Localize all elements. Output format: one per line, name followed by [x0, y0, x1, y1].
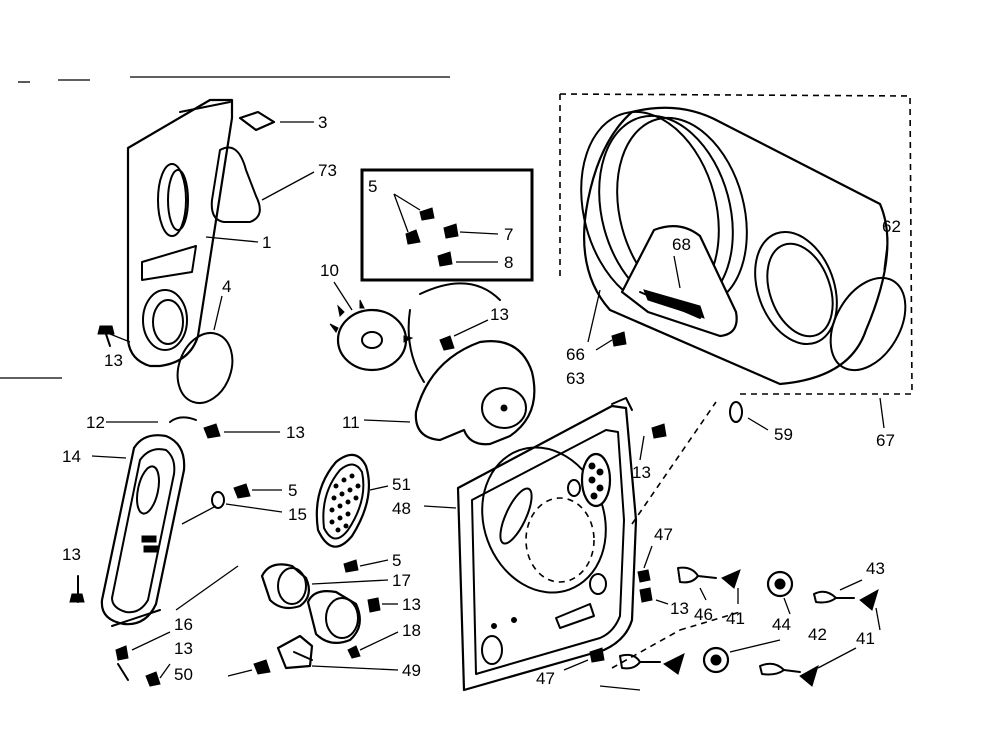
label-48: 48: [392, 499, 411, 518]
inset-box: [360, 168, 534, 282]
label-8: 8: [504, 253, 513, 272]
label-4: 4: [222, 277, 231, 296]
label-12: 12: [86, 413, 105, 432]
screw-13-d: [639, 423, 667, 461]
label-1: 1: [262, 233, 271, 252]
leader-lines: [611, 401, 741, 669]
pulley-part-10: [329, 281, 414, 372]
drum-assembly-part-67: [559, 93, 913, 429]
scan-marks: [0, 76, 641, 691]
motor-part-17: [175, 563, 389, 611]
label-13: 13: [632, 463, 651, 482]
motor-body-part-18: [306, 590, 399, 659]
switch-part-49: [227, 634, 399, 677]
label-7: 7: [504, 225, 513, 244]
label-62: 62: [882, 217, 901, 236]
label-5: 5: [368, 177, 377, 196]
label-46: 46: [694, 605, 713, 624]
label-3: 3: [318, 113, 327, 132]
screw-13-b: [439, 319, 489, 351]
drum-seal-part-62: [829, 237, 907, 372]
label-11: 11: [342, 413, 360, 432]
label-13: 13: [174, 639, 193, 658]
label-66: 66: [566, 345, 585, 364]
duct-part-14: [91, 434, 186, 626]
label-68: 68: [672, 235, 691, 254]
label-13: 13: [670, 599, 689, 618]
part-labels: 3 73 1 4 13 5 7 8 10 13 11 12 13 14 5 15…: [62, 113, 901, 688]
blower-belt: [407, 282, 501, 383]
clip-part-3: [238, 110, 314, 132]
label-10: 10: [320, 261, 339, 280]
gasket-part-4: [176, 295, 234, 404]
label-5: 5: [288, 481, 297, 500]
label-15: 15: [288, 505, 307, 524]
label-42: 42: [808, 625, 827, 644]
label-50: 50: [174, 665, 193, 684]
seal-part-73: [210, 146, 315, 223]
label-13: 13: [490, 305, 509, 324]
blower-housing-part-11: [363, 340, 536, 446]
label-67: 67: [876, 431, 895, 450]
label-14: 14: [62, 447, 81, 466]
screw-13-c: [69, 575, 85, 603]
screw-13-a: [97, 325, 131, 347]
lint-screen-part-51: [315, 453, 389, 573]
label-17: 17: [392, 571, 411, 590]
label-5: 5: [392, 551, 401, 570]
idler-assembly-lower: [563, 639, 857, 687]
label-47: 47: [536, 669, 555, 688]
front-panel-part-1: [126, 98, 234, 368]
screw-12-13: [106, 416, 280, 439]
label-49: 49: [402, 661, 421, 680]
label-16: 16: [174, 615, 193, 634]
label-43: 43: [866, 559, 885, 578]
label-13: 13: [286, 423, 305, 442]
bracket-part-16: [111, 609, 171, 687]
label-13: 13: [62, 545, 81, 564]
label-73: 73: [318, 161, 337, 180]
label-41: 41: [856, 629, 875, 648]
label-13: 13: [104, 351, 123, 370]
ring-part-59: [729, 401, 769, 431]
label-13: 13: [402, 595, 421, 614]
label-44: 44: [772, 615, 791, 634]
label-63: 63: [566, 369, 585, 388]
idler-assembly: [637, 545, 881, 631]
label-59: 59: [774, 425, 793, 444]
label-47: 47: [654, 525, 673, 544]
label-18: 18: [402, 621, 421, 640]
label-41: 41: [726, 609, 745, 628]
label-51: 51: [392, 475, 411, 494]
fastener-5-15: [181, 483, 283, 525]
bulkhead-part-48: [423, 397, 638, 692]
